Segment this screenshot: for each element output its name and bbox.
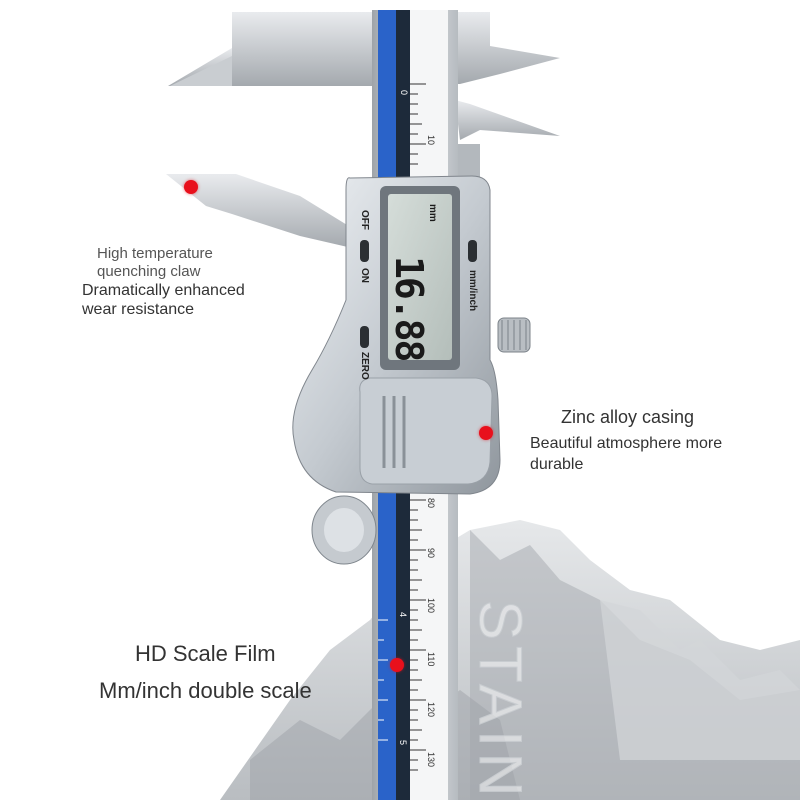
scale-desc: Mm/inch double scale — [99, 678, 312, 703]
on-label: ON — [359, 268, 370, 283]
zinc-alloy-casing: OFF ON ZERO mm/inch mm 16.88 — [292, 175, 501, 495]
scale-number: 80 — [426, 498, 436, 508]
casing-marker — [479, 426, 493, 440]
scale-number: 120 — [426, 702, 436, 717]
inch-number: 5 — [398, 740, 408, 745]
scale-number: 10 — [426, 135, 436, 145]
claw-desc-line2: wear resistance — [82, 301, 195, 318]
scale-number: 130 — [426, 752, 436, 767]
casing-desc-line1: Beautiful atmosphere more — [530, 435, 723, 452]
mode-label: mm/inch — [467, 270, 478, 311]
casing-title: Zinc alloy casing — [561, 407, 695, 427]
lcd-screen — [388, 194, 452, 360]
mountain-background — [220, 520, 800, 800]
zero-label: ZERO — [359, 352, 370, 380]
lcd-reading: 16.88 — [387, 256, 431, 361]
unit-button — [468, 240, 477, 262]
lcd-unit: mm — [427, 204, 438, 222]
inch-number: 4 — [398, 612, 408, 617]
scale-title: HD Scale Film — [135, 641, 276, 666]
claw-title-line1: High temperature — [97, 245, 213, 262]
scale-marker — [390, 658, 404, 672]
moving-jaw — [452, 12, 560, 180]
fixed-jaw — [166, 12, 378, 248]
fine-adjust-wheel — [497, 317, 531, 353]
scale-number: 90 — [426, 548, 436, 558]
casing-desc-line2: durable — [530, 456, 584, 473]
claw-title-line2: quenching claw — [97, 263, 201, 280]
scale-number: 0 — [399, 90, 409, 95]
claw-desc-line1: Dramatically enhanced — [82, 282, 245, 299]
power-button — [360, 240, 369, 262]
claw-marker — [184, 180, 198, 194]
zero-button — [360, 326, 369, 348]
scale-number: 100 — [426, 598, 436, 613]
thumb-roller — [311, 495, 377, 565]
scale-number: 110 — [426, 652, 436, 666]
watermark-text: STAIN — [467, 600, 534, 800]
off-label: OFF — [359, 210, 370, 230]
